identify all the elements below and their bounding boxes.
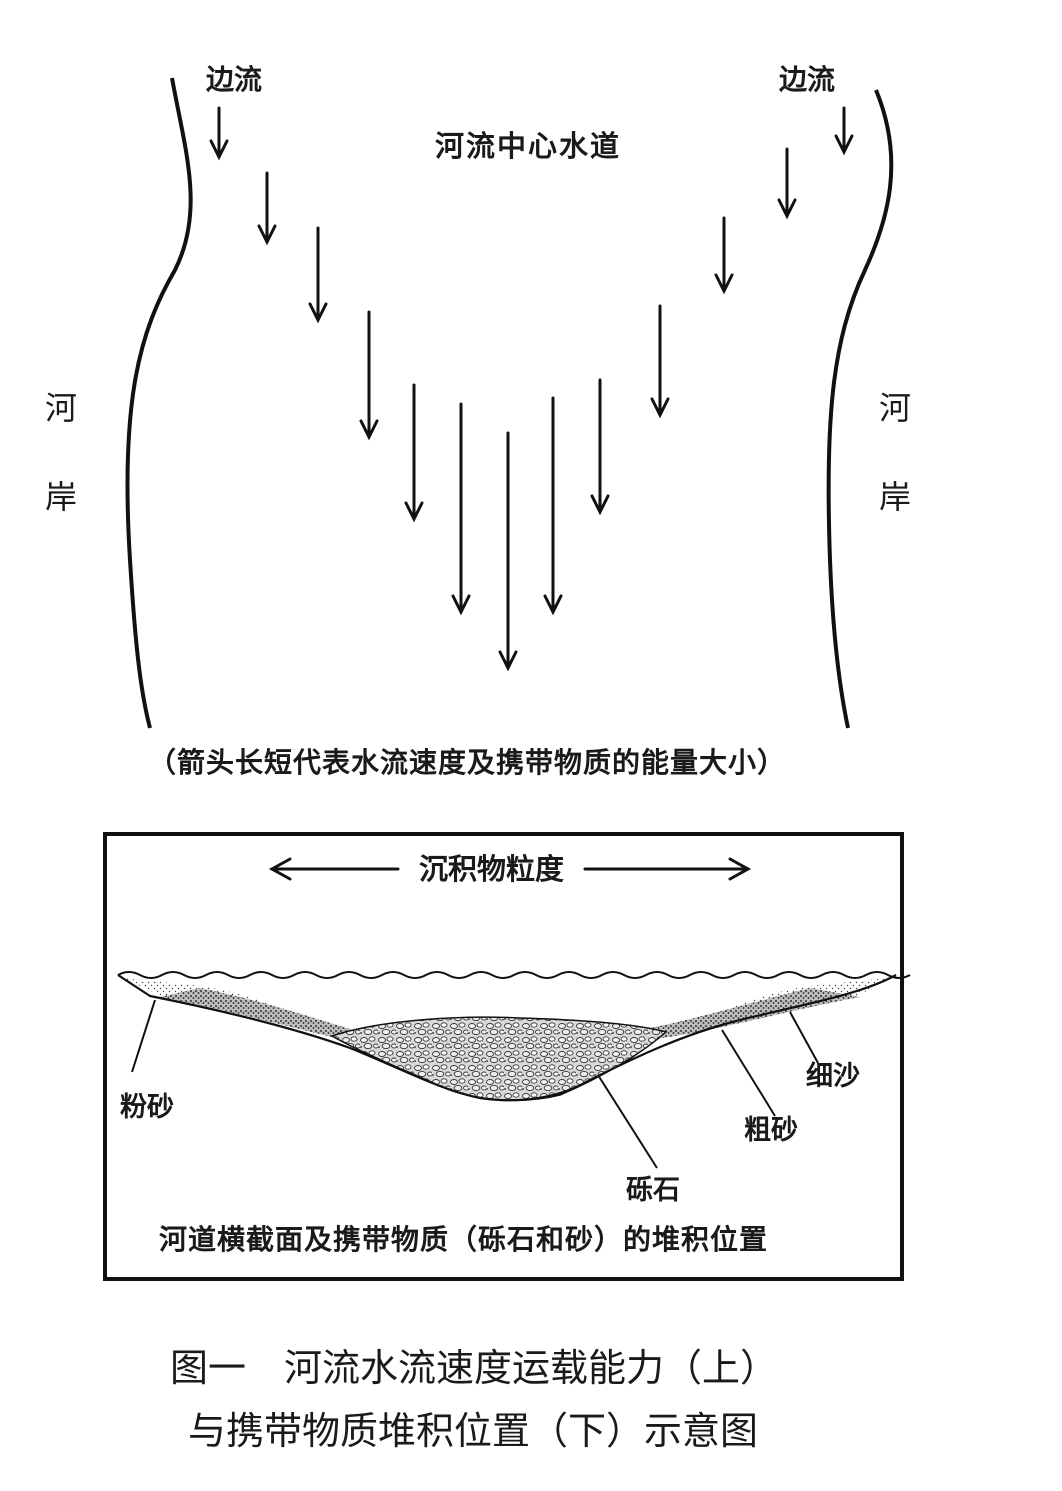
grain-size-arrow (268, 857, 752, 881)
coarse-sand-label: 粗砂 (744, 1115, 798, 1146)
cross-section-frame (103, 832, 904, 1281)
gravel-label: 砾石 (626, 1175, 680, 1206)
velocity-arrow (777, 147, 797, 220)
gravel-deposit (330, 1016, 668, 1101)
fine-sand-label: 细沙 (806, 1061, 860, 1092)
velocity-arrow (209, 106, 229, 161)
bank-left-char-1: 河 (44, 389, 77, 427)
silt-label: 粉砂 (120, 1092, 174, 1123)
coarse-sand-layer (650, 988, 860, 1038)
velocity-arrow (451, 402, 471, 616)
velocity-arrow (714, 216, 734, 295)
velocity-arrow (834, 106, 854, 156)
velocity-arrow (650, 304, 670, 419)
velocity-arrow (590, 378, 610, 516)
right-bank-line (826, 89, 894, 729)
side-flow-left-label: 边流 (206, 63, 263, 96)
center-channel-label: 河流中心水道 (435, 129, 622, 163)
grain-size-label: 沉积物粒度 (419, 852, 565, 886)
velocity-arrow (308, 226, 328, 324)
channel-bed (117, 974, 897, 1102)
leader-lines (131, 999, 819, 1169)
left-bank-line (125, 77, 193, 729)
leader-silt (131, 999, 156, 1073)
top-caption: （箭头长短代表水流速度及携带物质的能量大小） (148, 746, 787, 779)
velocity-arrow (359, 310, 379, 441)
velocity-arrow (404, 383, 424, 523)
figure-caption-line-1: 图一 河流水流速度运载能力（上） (170, 1346, 779, 1390)
velocity-arrows (209, 106, 854, 672)
water-surface (117, 971, 911, 979)
velocity-arrow (498, 431, 518, 672)
bank-right-char-2: 岸 (878, 478, 911, 516)
side-flow-right-label: 边流 (779, 63, 836, 96)
leader-gravel (597, 1074, 658, 1169)
leader-coarse-sand (721, 1029, 776, 1117)
velocity-arrow (543, 396, 563, 616)
coarse-sand-layer (160, 988, 360, 1040)
figure-caption-line-2: 与携带物质堆积位置（下）示意图 (188, 1409, 759, 1453)
cross-section-caption: 河道横截面及携带物质（砾石和砂）的堆积位置 (159, 1223, 769, 1256)
leader-fine-sand (789, 1011, 819, 1064)
bank-right-char-1: 河 (878, 389, 911, 427)
velocity-arrow (257, 171, 277, 246)
bank-left-char-2: 岸 (44, 478, 77, 516)
